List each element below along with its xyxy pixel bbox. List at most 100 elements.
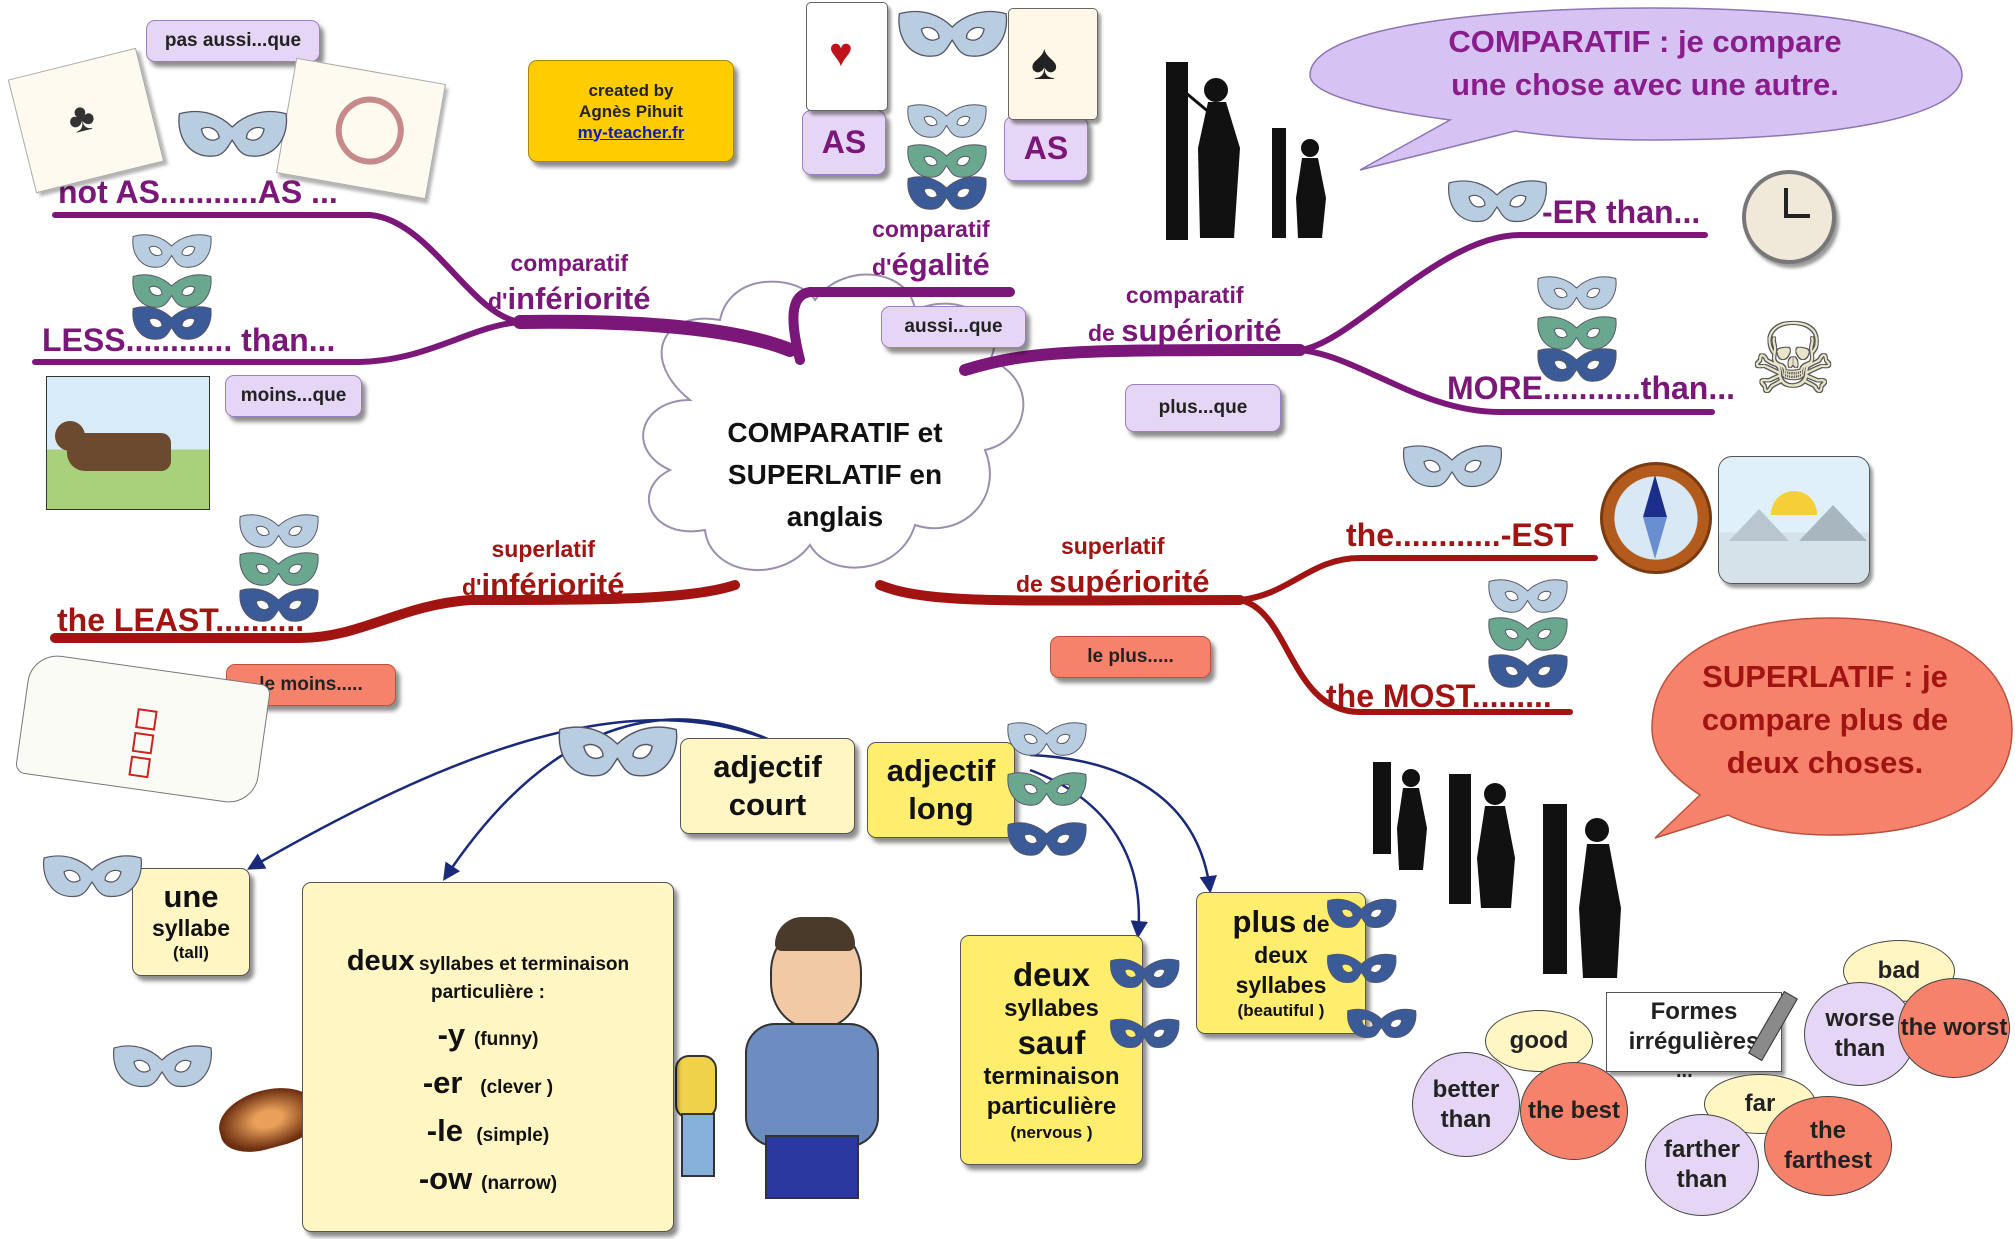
comparatif-bubble-shape	[1309, 7, 1963, 171]
eye-mask-icon	[132, 306, 212, 340]
tag-le-moins: le moins.....	[226, 664, 396, 706]
formes-irregulieres-card: Formes irrégulières	[1606, 992, 1782, 1072]
spade-suit-icon: ♠	[1031, 34, 1058, 90]
eye-mask-icon	[1488, 617, 1568, 651]
deux-big: deux	[346, 945, 415, 977]
tag-pas-aussi-que: pas aussi...que	[146, 20, 320, 62]
leaf-more-line	[1297, 347, 1715, 415]
label-small: superlatif	[491, 536, 596, 562]
formes-title2: irrégulières	[1628, 1028, 1760, 1055]
tag-moins-que: moins...que	[225, 375, 362, 417]
leaf-er-than: -ER than...	[1542, 194, 1701, 230]
teacher-silhouette-bottom	[1373, 762, 1621, 978]
deux-rest: syllabes et terminaison	[418, 954, 630, 975]
adjectif-long-line2: long	[908, 791, 974, 826]
branch-inf-sup	[50, 580, 740, 643]
center-cloud-shape	[642, 273, 1025, 571]
ending-suffix: -y	[437, 1017, 466, 1052]
eye-mask-icon	[132, 234, 212, 268]
label-superlatif-superiorite: superlatif de supériorité	[1016, 533, 1209, 600]
eye-mask-icon	[907, 176, 987, 210]
form-good: good	[1485, 1010, 1593, 1072]
ace-of-hearts-card: ♥	[806, 2, 888, 111]
form-the-best: the best	[1520, 1062, 1628, 1160]
ending-example: (funny)	[474, 1029, 539, 1050]
wreath-icon	[330, 91, 410, 170]
credit-link[interactable]: my-teacher.fr	[577, 122, 685, 142]
superlatif-bubble-line1: SUPERLATIF : je	[1702, 659, 1948, 694]
formes-title1: Formes	[1650, 998, 1738, 1025]
eye-mask-icon	[1110, 958, 1180, 988]
plus-small: (beautiful )	[1237, 1001, 1325, 1020]
adjectif-court-line1: adjectif	[713, 749, 822, 784]
label-big: égalité	[891, 247, 990, 282]
label-prefix: de	[1088, 320, 1122, 346]
compass-icon	[1600, 462, 1712, 574]
teacher-silhouette-top	[1166, 62, 1326, 240]
branch-sup-comp	[959, 344, 1306, 376]
eye-mask-icon	[898, 10, 1008, 57]
form-the-farthest: the farthest	[1764, 1096, 1892, 1196]
deux-sauf-big2: sauf	[1017, 1024, 1086, 1061]
branch-inf-comp	[513, 314, 797, 357]
eye-mask-icon	[178, 110, 288, 157]
branch-sup-sup	[875, 580, 1245, 606]
tag-aussi-que: aussi...que	[881, 306, 1026, 348]
ending-example: (narrow)	[481, 1173, 558, 1194]
credit-box: created by Agnès Pihuit my-teacher.fr	[528, 60, 734, 162]
eye-mask-icon	[239, 552, 319, 586]
ace-of-spades-card: ♠	[1008, 8, 1098, 120]
plus-mid1: deux	[1254, 942, 1308, 968]
club-suit-icon: ♣	[63, 93, 100, 143]
label-superlatif-inferiorite: superlatif d'infériorité	[462, 536, 625, 603]
ending-suffix: -er	[422, 1065, 463, 1100]
adjectif-court-line2: court	[728, 787, 807, 822]
formes-dots: ...	[1676, 1060, 1693, 1082]
ending-row: -y (funny)	[419, 1014, 557, 1062]
arrow-to-plus-de-deux	[1029, 753, 1217, 894]
eye-mask-icon	[132, 274, 212, 308]
label-big: infériorité	[481, 567, 625, 602]
plus-mid2: syllabes	[1235, 972, 1327, 998]
ending-example: (simple)	[476, 1125, 550, 1146]
comparatif-bubble-line1: COMPARATIF : je compare	[1448, 24, 1842, 59]
tag-plus-que: plus...que	[1125, 384, 1281, 432]
superlatif-bubble-shape	[1651, 617, 2013, 839]
eye-mask-icon	[558, 726, 678, 777]
label-prefix: d'	[872, 254, 892, 280]
credit-line1: created by	[588, 80, 674, 100]
label-big: supériorité	[1121, 313, 1282, 348]
skull-and-crossbones-icon: ☠	[1750, 306, 1837, 413]
ending-row: -er (clever )	[419, 1062, 557, 1110]
eye-mask-icon	[239, 588, 319, 622]
ending-row: -ow (narrow)	[419, 1158, 557, 1206]
form-the-worst: the worst	[1898, 978, 2010, 1078]
credit-line2: Agnès Pihuit	[579, 101, 683, 121]
deux-sauf-box: deux syllabes sauf terminaison particuli…	[960, 935, 1143, 1165]
leaf-er-line	[1297, 232, 1708, 353]
label-comparatif-superiorite: comparatif de supériorité	[1088, 282, 1281, 349]
eye-mask-icon	[1327, 898, 1397, 928]
leaf-est: the............-EST	[1346, 517, 1574, 553]
eye-mask-icon	[1488, 579, 1568, 613]
form-better-than: better than	[1412, 1052, 1520, 1157]
form-farther-than: farther than	[1645, 1114, 1759, 1216]
alarm-clock-icon	[1742, 170, 1836, 264]
plus-big: plus	[1232, 904, 1297, 939]
heart-suit-icon: ♥	[829, 31, 853, 75]
arrow-to-deux-syllabes	[443, 718, 771, 881]
deux-line2: particulière :	[430, 982, 546, 1003]
superlatif-bubble-text: SUPERLATIF : je compare plus de deux cho…	[1665, 655, 1985, 784]
eye-mask-icon	[1537, 276, 1617, 310]
label-prefix: de	[1016, 571, 1050, 597]
eye-mask-icon	[1007, 772, 1087, 806]
label-small: comparatif	[872, 216, 990, 242]
ending-row: -le (simple)	[419, 1110, 557, 1158]
label-comparatif-inferiorite: comparatif d'infériorité	[488, 250, 651, 317]
une-syllabe-big: une	[163, 879, 219, 914]
eye-mask-icon	[1537, 348, 1617, 382]
deux-sauf-mid2: terminaison	[983, 1063, 1120, 1090]
eye-mask-icon	[1007, 822, 1087, 856]
eye-mask-icon	[42, 855, 142, 898]
